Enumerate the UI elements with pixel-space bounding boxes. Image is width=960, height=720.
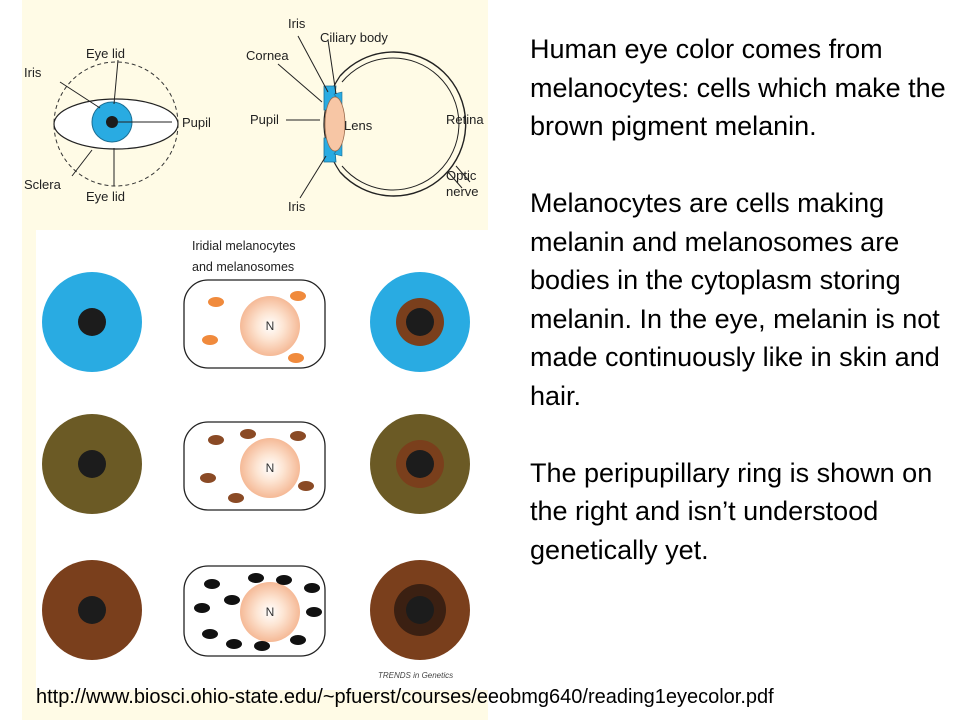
melanosome <box>290 431 306 441</box>
melanosome <box>240 429 256 439</box>
green-cell-nucleus <box>240 438 300 498</box>
melanosome <box>288 353 304 363</box>
brown-pupil-left <box>78 596 106 624</box>
label-iris-section-top: Iris <box>288 16 306 31</box>
optic-nerve <box>447 165 471 189</box>
trends-credit: TRENDS in Genetics <box>378 671 453 680</box>
label-cornea: Cornea <box>246 48 289 63</box>
label-optic-1: Optic <box>446 168 477 183</box>
melanosome <box>254 641 270 651</box>
melanosome <box>290 291 306 301</box>
label-optic-2: nerve <box>446 184 479 199</box>
row-brown: N <box>42 560 470 660</box>
label-pupil-section: Pupil <box>250 112 279 127</box>
label-sclera: Sclera <box>24 177 62 192</box>
figure-canvas: Eye lid Iris Pupil Sclera Eye lid Iris C… <box>24 16 488 690</box>
label-iris-front: Iris <box>24 65 42 80</box>
melanocyte-panel: Iridial melanocytes and melanosomes N <box>36 230 488 690</box>
melanosome <box>248 573 264 583</box>
label-lens: Lens <box>344 118 373 133</box>
green-pupil-left <box>78 450 106 478</box>
green-nucleus-label: N <box>266 461 275 475</box>
paragraph-peripupillary-ring: The peripupillary ring is shown on the r… <box>530 457 933 565</box>
eyeball-outer <box>339 51 467 197</box>
melanosome <box>202 335 218 345</box>
blue-cell-nucleus <box>240 296 300 356</box>
label-ciliary-body: Ciliary body <box>320 30 388 45</box>
blue-pupil-left <box>78 308 106 336</box>
melanosome <box>204 579 220 589</box>
explanation-text: Human eye color comes from melanocytes: … <box>530 30 950 569</box>
front-pupil <box>106 116 118 128</box>
source-url[interactable]: http://www.biosci.ohio-state.edu/~pfuers… <box>36 686 774 708</box>
section-eye-diagram: Iris Ciliary body Cornea Pupil Lens Reti… <box>246 16 484 214</box>
green-pupil-right <box>406 450 434 478</box>
brown-cell-nucleus <box>240 582 300 642</box>
melanosome <box>298 481 314 491</box>
melanosome <box>306 607 322 617</box>
front-eye-diagram: Eye lid Iris Pupil Sclera Eye lid <box>24 46 211 204</box>
cells-title-line-2: and melanosomes <box>192 260 294 274</box>
label-eye-lid-top: Eye lid <box>86 46 125 61</box>
eye-color-figure: Eye lid Iris Pupil Sclera Eye lid Iris C… <box>22 0 488 720</box>
melanosome <box>226 639 242 649</box>
label-retina: Retina <box>446 112 484 127</box>
label-iris-section-bottom: Iris <box>288 199 306 214</box>
row-blue: N <box>42 272 470 372</box>
melanosome <box>290 635 306 645</box>
melanosome <box>276 575 292 585</box>
brown-pupil-right <box>406 596 434 624</box>
cells-title-line-1: Iridial melanocytes <box>192 239 296 253</box>
paragraph-melanocytes-intro: Human eye color comes from melanocytes: … <box>530 34 946 141</box>
melanosome <box>200 473 216 483</box>
melanosome <box>304 583 320 593</box>
paragraph-melanosomes: Melanocytes are cells making melanin and… <box>530 188 940 411</box>
row-green: N <box>42 414 470 514</box>
brown-nucleus-label: N <box>266 605 275 619</box>
melanosome <box>208 297 224 307</box>
eyeball-inner <box>341 57 460 191</box>
blue-pupil-right <box>406 308 434 336</box>
melanosome <box>228 493 244 503</box>
lens <box>324 96 346 152</box>
melanosome <box>224 595 240 605</box>
label-pupil-front: Pupil <box>182 115 211 130</box>
melanosome <box>208 435 224 445</box>
melanosome <box>202 629 218 639</box>
blue-nucleus-label: N <box>266 319 275 333</box>
label-eye-lid-bottom: Eye lid <box>86 189 125 204</box>
melanosome <box>194 603 210 613</box>
